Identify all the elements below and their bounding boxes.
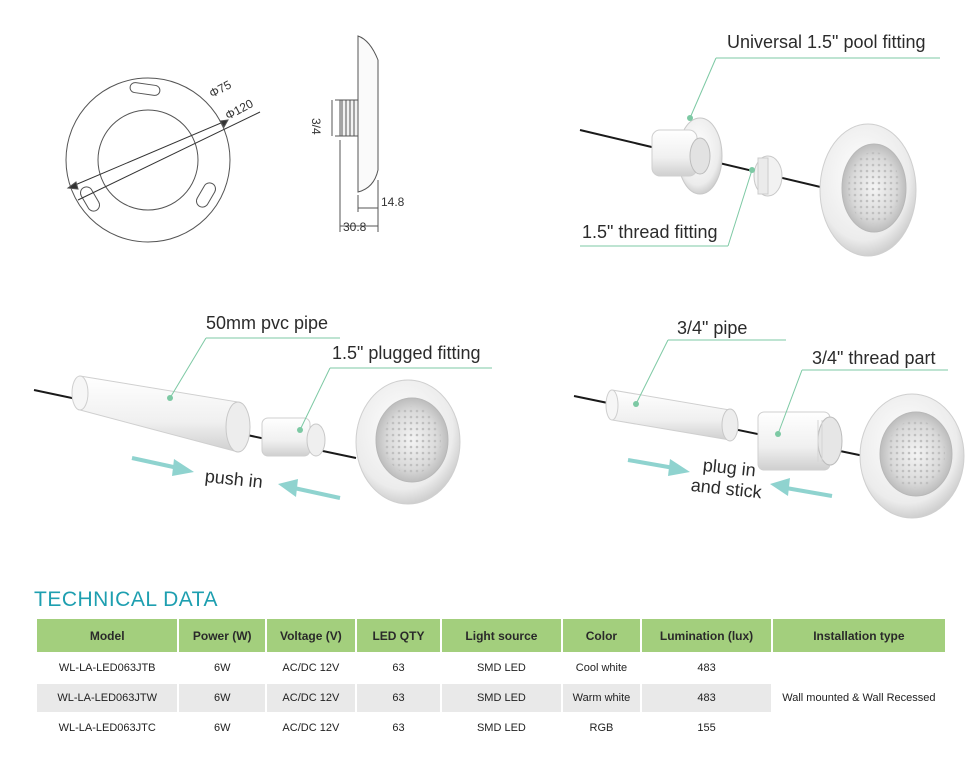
light-fixture-3 (859, 393, 965, 519)
table-row: WL-LA-LED063JTW 6W AC/DC 12V 63 SMD LED … (37, 684, 945, 712)
cell-led-qty: 63 (356, 714, 441, 742)
header-voltage: Voltage (V) (267, 619, 355, 652)
callout-thread-fitting: 1.5" thread fitting (582, 222, 718, 242)
push-arrow-right (131, 456, 194, 476)
header-installation-type: Installation type (772, 619, 945, 652)
thread-pipe-assembly (573, 339, 965, 519)
cell-light-source: SMD LED (442, 684, 561, 712)
pool-fitting-assembly (579, 57, 940, 257)
header-lumination: Lumination (lux) (642, 619, 771, 652)
cell-color: RGB (562, 714, 641, 742)
front-view-drawing (65, 77, 261, 243)
header-light-source: Light source (442, 619, 561, 652)
technical-data-table: Model Power (W) Voltage (V) LED QTY Ligh… (35, 617, 947, 744)
side-view-drawing (331, 35, 379, 232)
plug-arrow-left (770, 478, 833, 498)
light-fixture-1 (819, 123, 917, 257)
dim-thread-label: 3/4 (309, 118, 323, 135)
callout-thread-part: 3/4" thread part (812, 348, 936, 368)
header-model: Model (37, 619, 178, 652)
cell-model: WL-LA-LED063JTC (37, 714, 178, 742)
cell-installation-type: Wall mounted & Wall Recessed (772, 654, 945, 742)
cell-lumination: 483 (642, 654, 771, 682)
callout-pvc-pipe: 50mm pvc pipe (206, 313, 329, 333)
cell-light-source: SMD LED (442, 654, 561, 682)
cell-power: 6W (179, 684, 266, 712)
cell-color: Cool white (562, 654, 641, 682)
cell-model: WL-LA-LED063JTW (37, 684, 178, 712)
cell-light-source: SMD LED (442, 714, 561, 742)
header-power: Power (W) (179, 619, 266, 652)
push-arrow-left (278, 479, 341, 500)
table-header-row: Model Power (W) Voltage (V) LED QTY Ligh… (37, 619, 945, 652)
cell-voltage: AC/DC 12V (267, 654, 355, 682)
table-row: WL-LA-LED063JTB 6W AC/DC 12V 63 SMD LED … (37, 654, 945, 742)
plugged-fitting-part (261, 417, 326, 457)
dim-depth-front-label: 14.8 (381, 195, 405, 209)
callout-pool-fitting: Universal 1.5" pool fitting (727, 32, 926, 52)
cell-color: Warm white (562, 684, 641, 712)
callout-pipe-34: 3/4" pipe (677, 318, 748, 338)
cell-lumination: 155 (642, 714, 771, 742)
cell-led-qty: 63 (356, 654, 441, 682)
cell-voltage: AC/DC 12V (267, 714, 355, 742)
header-color: Color (562, 619, 641, 652)
light-fixture-2 (355, 379, 461, 505)
cell-model: WL-LA-LED063JTB (37, 654, 178, 682)
technical-data-title: TECHNICAL DATA (34, 588, 218, 611)
table-row: WL-LA-LED063JTC 6W AC/DC 12V 63 SMD LED … (37, 714, 945, 742)
cell-led-qty: 63 (356, 684, 441, 712)
product-illustrations: Φ120 Φ75 3/4 14.8 30.8 (33, 35, 965, 519)
cell-voltage: AC/DC 12V (267, 684, 355, 712)
header-led-qty: LED QTY (356, 619, 441, 652)
plug-arrow-right (627, 458, 690, 476)
dim-depth-total-label: 30.8 (343, 220, 367, 234)
cell-lumination: 483 (642, 684, 771, 712)
pvc-pipe-assembly (33, 337, 492, 505)
callout-plugged-fitting: 1.5" plugged fitting (332, 343, 481, 363)
cell-power: 6W (179, 714, 266, 742)
dim-outer-label: Φ120 (223, 96, 256, 122)
thread-fitting-part (753, 155, 783, 197)
thread-part (757, 411, 843, 471)
dim-inner-label: Φ75 (207, 77, 234, 100)
cell-power: 6W (179, 654, 266, 682)
